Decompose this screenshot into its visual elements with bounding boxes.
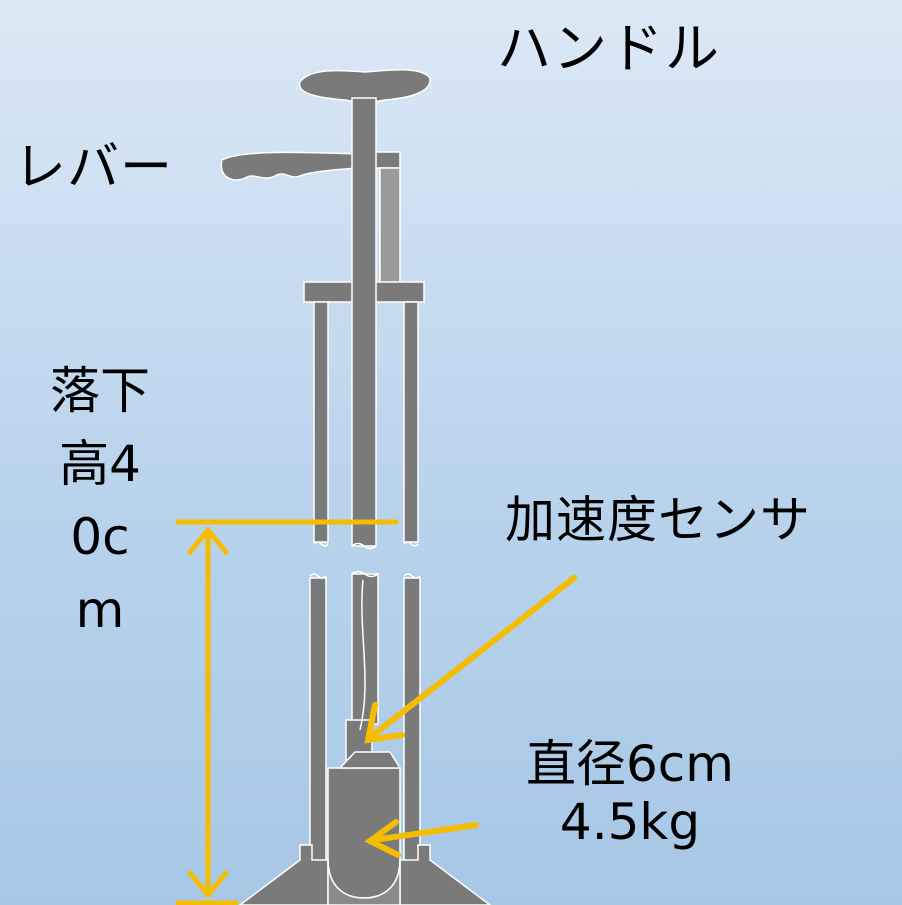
weight-mass-label: 4.5kg <box>559 793 701 851</box>
sensor-arrow-head <box>364 702 405 744</box>
weight <box>327 767 401 899</box>
left-rod-lower <box>309 577 327 879</box>
dimension-arrow-top <box>187 526 229 555</box>
weight-diameter-label: 直径6cm <box>525 735 734 793</box>
weight-arrow-head <box>364 819 401 858</box>
left-rod-upper <box>313 301 329 543</box>
base-center <box>327 859 401 905</box>
lever <box>220 151 359 181</box>
handle-label: ハンドル <box>497 17 721 80</box>
lever-guide <box>379 167 401 285</box>
weight-arrow-shaft <box>371 822 479 843</box>
base-right <box>399 844 492 905</box>
center-rod-upper <box>351 97 377 547</box>
handle <box>299 68 431 103</box>
weight-spec-label: 直径6cm 4.5kg <box>495 735 765 851</box>
drop-height-label: 落下高40cm <box>50 362 150 639</box>
break-marks <box>309 541 421 731</box>
weight-cap <box>338 751 402 769</box>
sensor-arrow-shaft <box>369 575 577 739</box>
dimension-arrow-bottom <box>187 870 229 899</box>
lever-label: レバー <box>14 138 174 198</box>
sensor-label: 加速度センサ <box>505 491 811 549</box>
right-rod-upper <box>403 301 419 543</box>
